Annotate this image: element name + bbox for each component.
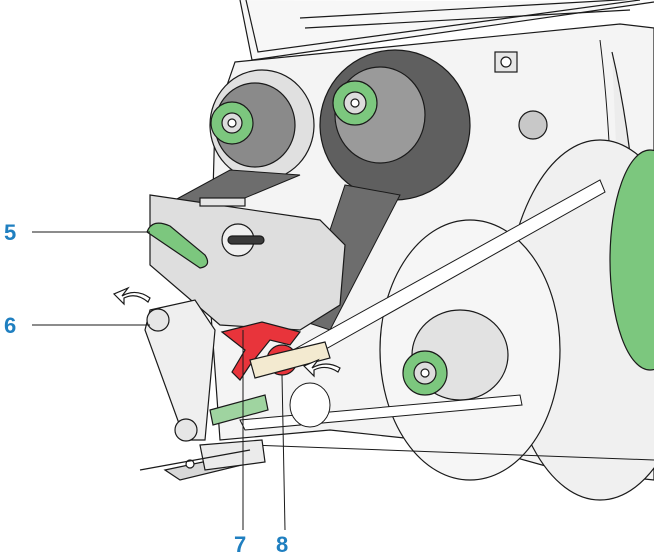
curved-arrow-counterclockwise-icon <box>302 358 341 378</box>
peel-plate-bracket <box>199 439 266 471</box>
housing-round-button <box>518 110 548 140</box>
print-head-assembly <box>146 194 346 331</box>
head-rod <box>199 197 246 207</box>
print-head-plate <box>149 194 346 331</box>
housing-top-line-2 <box>304 9 631 29</box>
pressure-arm <box>144 299 216 442</box>
rotation-arrows <box>112 286 341 378</box>
peel-plate <box>139 439 266 481</box>
housing-small-fastener <box>494 51 518 73</box>
callout-6: 6 <box>4 313 17 338</box>
curved-arrow-counterclockwise-icon <box>112 286 151 306</box>
callout-leader-lines <box>32 231 286 531</box>
liner-web-bottom <box>249 444 654 461</box>
housing-top-line <box>299 0 630 19</box>
ribbon-rewind-screw <box>227 118 237 128</box>
guide-roller-cream <box>249 341 331 379</box>
housing-top-cover-edge <box>245 0 641 53</box>
ribbon-supply-screw <box>350 98 360 108</box>
pressure-arm-pivot <box>146 308 170 332</box>
callout-5: 5 <box>4 220 17 245</box>
head-lever-green <box>146 222 209 269</box>
red-release-parts <box>220 321 331 381</box>
callout-7: 7 <box>234 532 247 557</box>
pressure-arm-lower-knob <box>174 418 198 442</box>
pressure-arm-frame <box>144 299 216 441</box>
rewind-hub-opening <box>289 382 331 428</box>
guide-roller-green <box>209 394 269 426</box>
ribbon-rolls <box>209 49 471 201</box>
rewind-spindle-screw <box>420 368 430 378</box>
red-guide-7 <box>220 321 302 381</box>
peel-plate-ramp <box>139 449 251 471</box>
print-head-knob-slot <box>227 235 265 245</box>
leader-line-8 <box>281 374 286 531</box>
peel-plate-screw <box>185 459 195 469</box>
supply-roll-core <box>609 149 654 371</box>
callout-8: 8 <box>276 532 289 557</box>
